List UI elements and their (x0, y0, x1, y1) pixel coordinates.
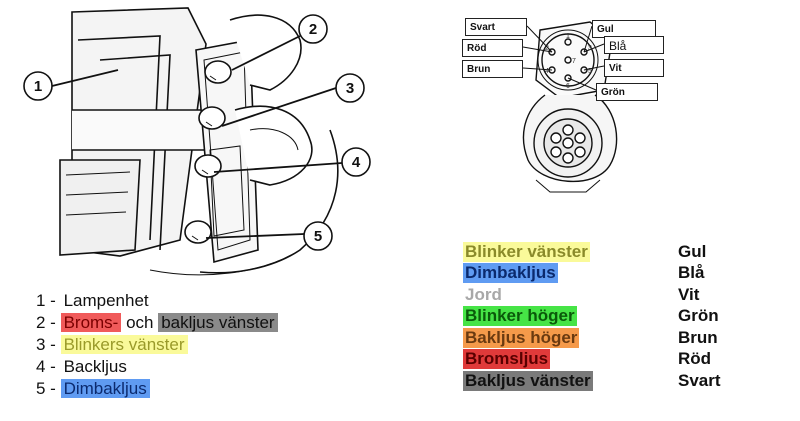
map-function-blinker-vanster: Blinker vänster (463, 242, 590, 262)
callout-circles (23, 14, 371, 251)
map-function-jord: Jord (463, 285, 504, 305)
pin-number-5: 5 (588, 68, 592, 75)
legend-item-3: 3 - Blinkers vänster (36, 334, 188, 355)
legend-item-2: 2 - Broms- och bakljus vänster (36, 312, 278, 333)
legend-item-4: 4 - Backljus (36, 356, 130, 377)
map-wire-gul: Gul (678, 242, 707, 261)
legend-prefix: 4 - (36, 357, 61, 376)
legend-text-och: och (121, 313, 159, 332)
map-wire-gron: Grön (678, 306, 719, 325)
pin-label-rod: Röd (462, 39, 523, 57)
callout-circle-3 (335, 73, 365, 103)
pin-label-brun: Brun (462, 60, 523, 78)
legend-prefix: 1 - (36, 291, 61, 310)
connector-drawing (522, 21, 618, 193)
legend-prefix: 5 - (36, 379, 61, 398)
legend-text-lampenhet: Lampenhet (63, 291, 149, 310)
pin-number-3: 3 (588, 45, 592, 52)
callout-number-2: 2 (309, 21, 317, 38)
legend-item-1: 1 - Lampenhet (36, 290, 152, 311)
legend-item-5: 5 - Dimbakljus (36, 378, 150, 399)
map-wire-rod: Röd (678, 349, 712, 368)
pin-label-vit: Vit (604, 59, 664, 77)
pin-label-gron: Grön (596, 83, 658, 101)
map-function-dimbakljus: Dimbakljus (463, 263, 558, 283)
pin-label-svart: Svart (465, 18, 527, 36)
map-function-blinker-hoger: Blinker höger (463, 306, 577, 326)
callout-number-1: 1 (34, 78, 42, 95)
callout-circle-4 (341, 147, 371, 177)
legend-prefix: 3 - (36, 335, 61, 354)
callout-number-3: 3 (346, 80, 354, 97)
pin-number-2: 2 (545, 45, 549, 52)
pin-number-7: 7 (572, 58, 576, 65)
map-wire-vit: Vit (678, 285, 700, 304)
legend-text-broms: Broms- (60, 313, 122, 332)
map-function-bromsljus: Bromsljus (463, 349, 551, 369)
callout-number-4: 4 (352, 154, 361, 171)
pin-label-bla: Blå (604, 36, 664, 54)
map-wire-bla: Blå (678, 263, 705, 282)
map-wire-svart: Svart (678, 371, 721, 390)
callout-circle-2 (298, 14, 328, 44)
callout-circle-5 (303, 221, 333, 251)
lamp-housing-drawing (51, 7, 343, 276)
map-wire-brun: Brun (678, 328, 718, 347)
legend-text-blinkers-vanster: Blinkers vänster (60, 335, 188, 354)
legend-prefix: 2 - (36, 313, 61, 332)
map-function-bakljus-hoger: Bakljus höger (463, 328, 580, 348)
pin-number-4: 4 (545, 68, 549, 75)
callout-circle-1 (23, 71, 53, 101)
pin-number-1: 1 (566, 33, 570, 40)
callout-number-5: 5 (314, 228, 322, 245)
pin-number-6: 6 (566, 83, 570, 90)
legend-text-backljus: Backljus (63, 357, 127, 376)
legend-text-dimbakljus: Dimbakljus (60, 379, 150, 398)
map-function-bakljus-vanster: Bakljus vänster (463, 371, 593, 391)
legend-text-bakljus-vanster: bakljus vänster (158, 313, 278, 332)
